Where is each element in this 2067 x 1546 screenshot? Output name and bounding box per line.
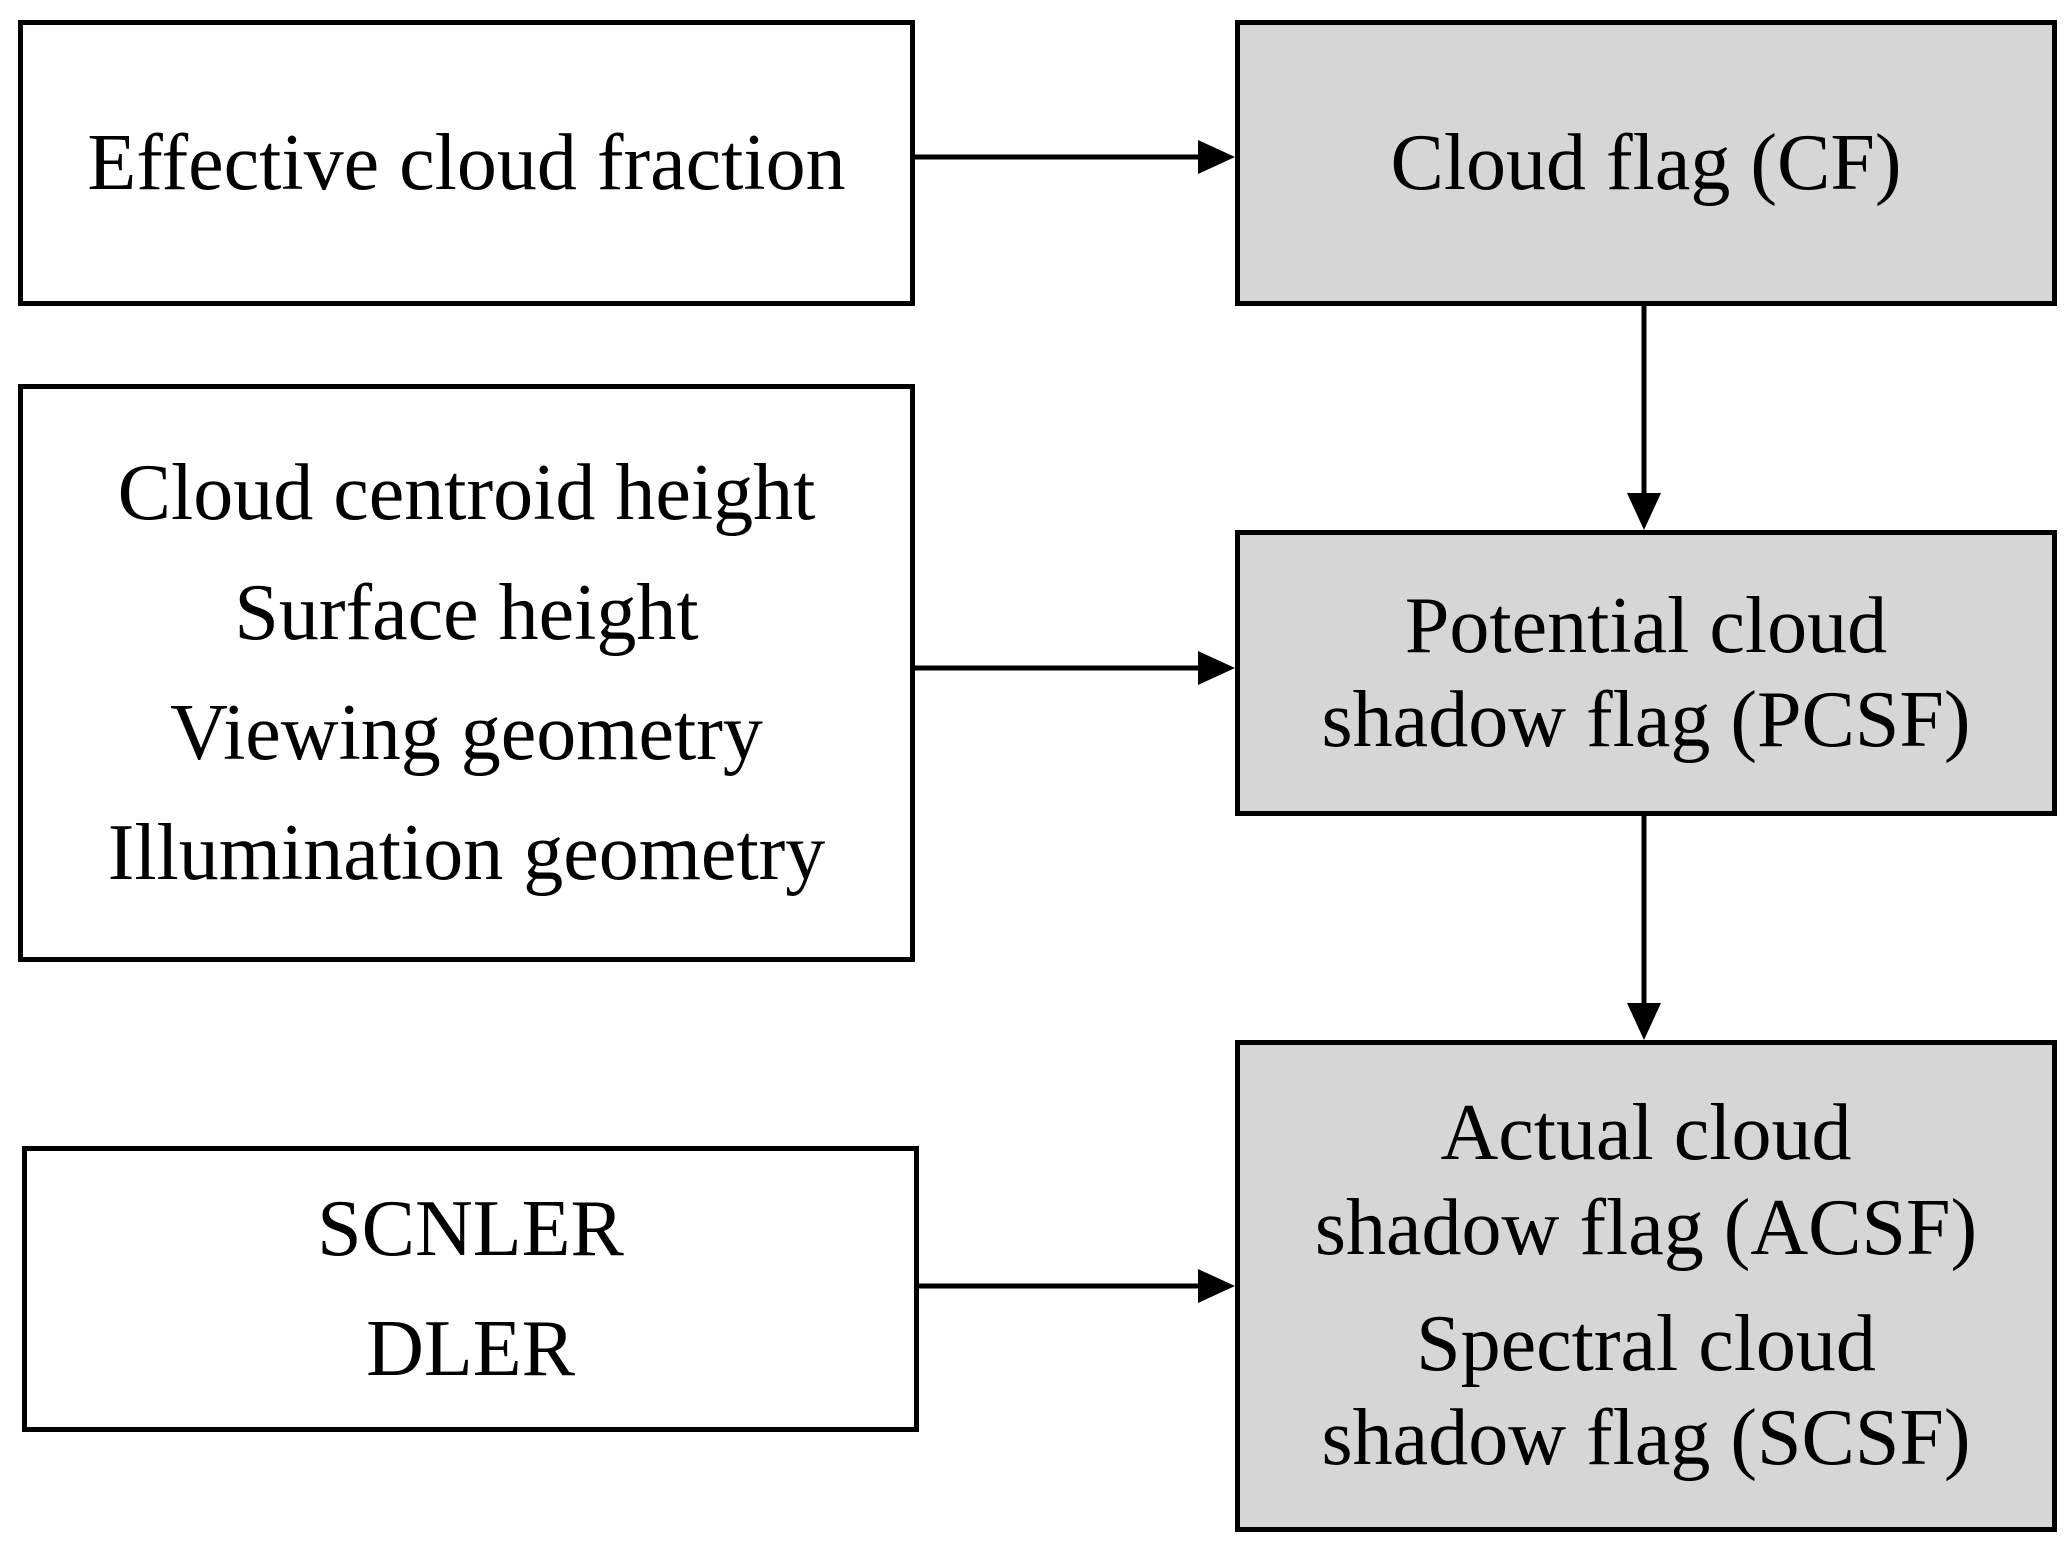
arrow-ler-to-acsf xyxy=(919,1269,1235,1303)
scsf-group: Spectral cloud shadow flag (SCSF) xyxy=(1322,1297,1971,1486)
arrow-geometry-to-pcsf xyxy=(915,651,1235,685)
geometry-inputs-box: Cloud centroid height Surface height Vie… xyxy=(18,384,915,962)
potential-cloud-shadow-flag-box: Potential cloud shadow flag (PCSF) xyxy=(1235,530,2057,816)
viewing-geometry-label: Viewing geometry xyxy=(170,689,763,777)
dler-label: DLER xyxy=(366,1305,575,1393)
acsf-group: Actual cloud shadow flag (ACSF) xyxy=(1315,1086,1977,1275)
arrow-pcsf-to-acsf xyxy=(1627,816,1661,1040)
pcsf-label-line-1: Potential cloud xyxy=(1404,581,1888,670)
effective-cloud-fraction-label: Effective cloud fraction xyxy=(87,118,846,207)
actual-spectral-cloud-shadow-flag-box: Actual cloud shadow flag (ACSF) Spectral… xyxy=(1235,1040,2057,1532)
surface-height-label: Surface height xyxy=(234,569,699,657)
effective-cloud-fraction-box: Effective cloud fraction xyxy=(18,20,915,306)
scsf-label-line-1: Spectral cloud xyxy=(1416,1300,1876,1388)
illumination-geometry-label: Illumination geometry xyxy=(107,809,826,897)
acsf-label-line-1: Actual cloud xyxy=(1440,1089,1852,1178)
pcsf-label-line-2: shadow flag (PCSF) xyxy=(1321,676,1971,764)
cloud-flag-box: Cloud flag (CF) xyxy=(1235,20,2057,306)
acsf-label-line-2: shadow flag (ACSF) xyxy=(1314,1183,1978,1272)
scnler-label: SCNLER xyxy=(317,1185,624,1273)
arrow-cf-to-pcsf xyxy=(1627,306,1661,530)
ler-inputs-box: SCNLER DLER xyxy=(22,1146,919,1432)
cloud-centroid-height-label: Cloud centroid height xyxy=(117,449,816,537)
cloud-flag-label: Cloud flag (CF) xyxy=(1390,118,1902,207)
scsf-label-line-2: shadow flag (SCSF) xyxy=(1321,1394,1971,1483)
arrow-ecf-to-cf xyxy=(915,140,1235,174)
